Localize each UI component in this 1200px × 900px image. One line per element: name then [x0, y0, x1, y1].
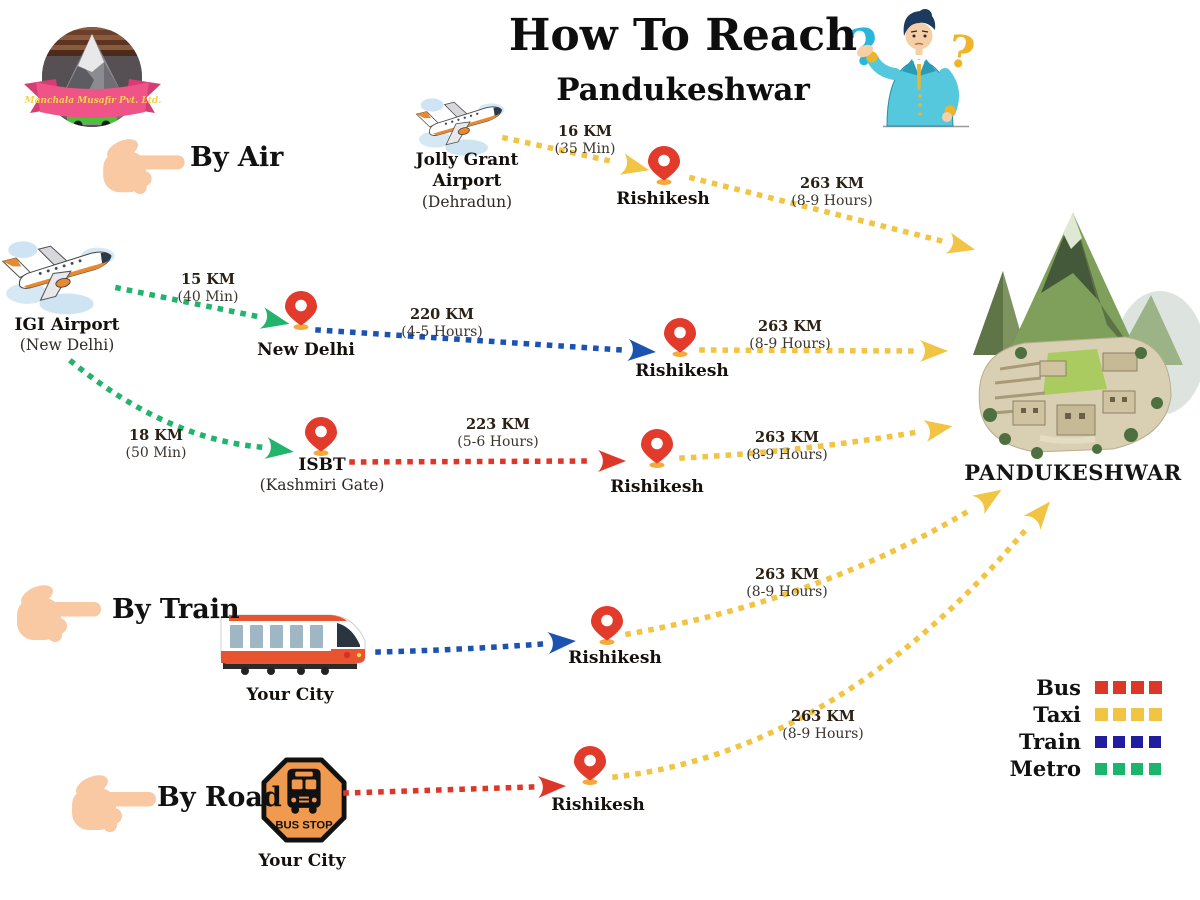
section-by-road: By Road — [157, 782, 282, 813]
route-rishikesh3-to-pandukeshwar — [679, 428, 922, 461]
map-pin-new-delhi — [285, 291, 317, 330]
segment-label: 263 KM (8-9 Hours) — [746, 429, 828, 463]
segment-label: 220 KM (4-5 Hours) — [401, 306, 483, 340]
map-pin-rishikesh — [641, 429, 673, 468]
legend-swatch-metro — [1095, 763, 1161, 775]
airplane-icon — [2, 241, 115, 315]
route-rishikesh1-to-pandukeshwar — [688, 174, 946, 245]
route-rishikesh5-to-pandukeshwar — [611, 523, 1032, 781]
legend-row-train: Train — [1008, 728, 1162, 755]
arrowhead — [945, 232, 978, 261]
airplane-icon — [415, 98, 505, 156]
node-your-city-road: Your City — [258, 851, 346, 871]
arrowhead — [619, 153, 652, 182]
logo-ribbon: Manchala Musafir Pvt. Ltd. — [24, 79, 162, 118]
arrowhead — [1023, 494, 1059, 531]
legend-swatch-train — [1095, 736, 1161, 748]
route-newdelhi-to-rishikesh — [315, 327, 625, 353]
segment-label: 18 KM (50 Min) — [125, 427, 187, 461]
segment-label: 263 KM (8-9 Hours) — [791, 175, 873, 209]
legend: Bus Taxi Train — [1008, 674, 1162, 782]
route-igi-to-newdelhi — [114, 284, 259, 320]
node-your-city-train: Your City — [246, 685, 334, 705]
node-rishikesh: Rishikesh — [551, 795, 645, 815]
brand-name: Manchala Musafir Pvt. Ltd. — [24, 96, 162, 106]
bus-stop-sign: BUS STOP — [261, 757, 347, 843]
pointing-hand-icon — [17, 585, 101, 642]
thinking-man-illustration: ? ? — [845, 9, 978, 128]
destination-label: PANDUKESHWAR — [964, 460, 1182, 485]
route-isbt-to-rishikesh — [349, 458, 595, 465]
node-rishikesh: Rishikesh — [616, 189, 710, 209]
arrowhead — [920, 340, 948, 362]
map-pin-rishikesh — [648, 146, 680, 185]
route-yourcity-train-to-rishikesh — [375, 641, 545, 655]
legend-row-taxi: Taxi — [1008, 701, 1162, 728]
route-jollygrant-to-rishikesh — [501, 134, 619, 166]
page-title: How To Reach — [508, 10, 858, 61]
segment-label: 263 KM (8-9 Hours) — [749, 318, 831, 352]
node-new-delhi: New Delhi — [257, 340, 355, 360]
section-by-train: By Train — [112, 594, 240, 625]
arrowhead — [972, 480, 1008, 515]
arrowhead — [627, 339, 657, 363]
node-igi-airport: IGI Airport (New Delhi) — [14, 315, 120, 355]
bus-icon — [287, 768, 321, 814]
route-yourcity-road-to-rishikesh — [343, 784, 535, 796]
arrowhead — [923, 415, 955, 442]
page-subtitle: Pandukeshwar — [556, 72, 810, 108]
legend-swatch-bus — [1095, 681, 1162, 694]
node-rishikesh: Rishikesh — [610, 477, 704, 497]
map-pin-rishikesh — [574, 746, 606, 785]
bus-stop-label: BUS STOP — [275, 819, 333, 831]
node-rishikesh: Rishikesh — [635, 361, 729, 381]
segment-label: 223 KM (5-6 Hours) — [457, 416, 539, 450]
route-rishikesh2-to-pandukeshwar — [699, 347, 917, 354]
legend-row-bus: Bus — [1008, 674, 1162, 701]
route-igi-to-isbt — [68, 358, 263, 450]
segment-label: 15 KM (40 Min) — [177, 271, 239, 305]
segment-label: 263 KM (8-9 Hours) — [782, 708, 864, 742]
section-by-air: By Air — [190, 142, 284, 173]
legend-swatch-taxi — [1095, 708, 1162, 721]
pointing-hand-icon — [103, 139, 185, 195]
node-jolly-grant-airport: Jolly Grant Airport (Dehradun) — [415, 150, 519, 211]
segment-label: 16 KM (35 Min) — [554, 123, 616, 157]
segment-label: 263 KM (8-9 Hours) — [746, 566, 828, 600]
map-pin-rishikesh — [664, 318, 696, 357]
map-pin-isbt — [305, 417, 337, 456]
arrowhead — [598, 450, 626, 472]
brand-logo: Manchala Musafir Pvt. Ltd. — [24, 27, 162, 127]
node-rishikesh: Rishikesh — [568, 648, 662, 668]
train-icon — [220, 614, 366, 675]
map-pin-rishikesh — [591, 606, 623, 645]
pointing-hand-icon — [72, 775, 156, 832]
legend-row-metro: Metro — [1008, 755, 1162, 782]
pandukeshwar-illustration — [973, 213, 1200, 459]
node-isbt: ISBT (Kashmiri Gate) — [259, 455, 385, 495]
